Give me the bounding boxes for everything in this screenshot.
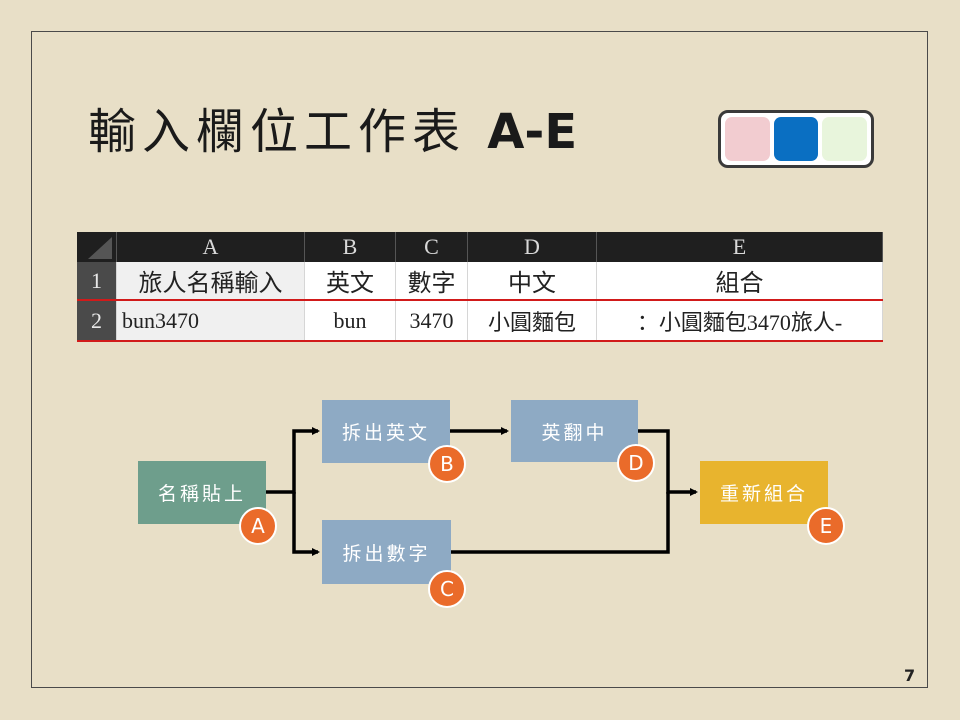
node-translate-label: 英翻中 [541,421,608,444]
cell-e1[interactable]: 組合 [597,262,883,299]
cell-d2[interactable]: 小圓麵包 [468,301,597,340]
badge-a: A [239,507,277,545]
node-translate[interactable]: 英翻中 [511,400,638,462]
swatch-blue [773,117,819,161]
badge-c: C [428,570,466,608]
swatch-pink [725,117,770,161]
title-latin: A-E [487,104,578,160]
column-header-row: A B C D E [77,232,883,262]
row-number[interactable]: 2 [77,301,117,340]
cell-b2[interactable]: bun [305,301,396,340]
node-split-english-label: 拆出英文 [341,422,430,444]
cell-b1[interactable]: 英文 [305,262,396,299]
column-header-d[interactable]: D [468,232,597,262]
node-recombine[interactable]: 重新組合 [700,461,828,524]
slide-frame [31,31,928,688]
swatch-green [822,117,868,161]
column-header-a[interactable]: A [117,232,305,262]
node-recombine-label: 重新組合 [719,483,808,505]
connector-c-to-e [451,492,670,554]
color-swatches [718,110,874,168]
node-split-number-label: 拆出數字 [342,542,431,565]
column-header-b[interactable]: B [305,232,396,262]
badge-e: E [807,507,845,545]
column-header-e[interactable]: E [597,232,883,262]
badge-b: B [428,445,466,483]
cell-e2[interactable]: ：小圓麵包3470旅人- [597,301,883,340]
node-split-number[interactable]: 拆出數字 [322,520,451,584]
connector-a-to-b [266,427,320,494]
node-paste[interactable]: 名稱貼上 [138,461,266,524]
title-cjk: 輸入欄位工作表 [88,104,467,160]
spreadsheet: A B C D E 1 旅人名稱輸入 英文 數字 中文 組合 2 bun3470… [77,232,883,342]
cell-c1[interactable]: 數字 [396,262,468,299]
row-number[interactable]: 1 [77,262,117,299]
table-row: 2 bun3470 bun 3470 小圓麵包 ：小圓麵包3470旅人- [77,301,883,342]
cell-a1[interactable]: 旅人名稱輸入 [117,262,305,299]
table-row: 1 旅人名稱輸入 英文 數字 中文 組合 [77,262,883,301]
column-header-c[interactable]: C [396,232,468,262]
page-number: 7 [904,666,916,685]
cell-c2[interactable]: 3470 [396,301,468,340]
node-split-english[interactable]: 拆出英文 [322,400,450,463]
cell-a2[interactable]: bun3470 [117,301,305,340]
select-all-corner[interactable] [77,232,117,262]
connector-d-to-e [638,429,698,496]
cell-d1[interactable]: 中文 [468,262,597,299]
slide-title: 輸入欄位工作表 A-E [88,108,577,156]
connector-a-to-c [292,492,320,556]
badge-d: D [617,444,655,482]
node-paste-label: 名稱貼上 [157,483,246,505]
